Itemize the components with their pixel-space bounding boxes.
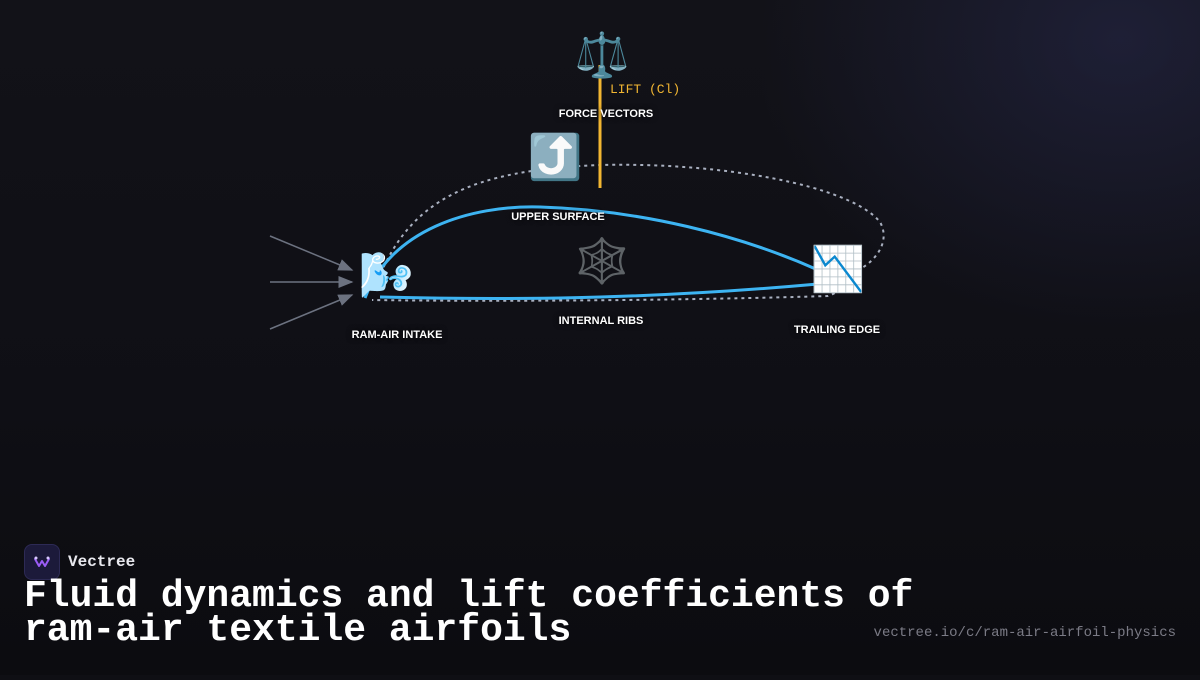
force-vectors-label: FORCE VECTORS <box>558 108 654 120</box>
airflow-arrow-top <box>269 235 354 271</box>
ram-air-intake-label: RAM-AIR INTAKE <box>351 329 443 341</box>
airflow-arrow-bottom <box>269 294 354 330</box>
lift-label: LIFT (Cl) <box>610 82 681 97</box>
trailing-edge-label: TRAILING EDGE <box>793 324 881 336</box>
vectree-logo-icon <box>24 544 60 580</box>
spider-web-icon: 🕸️ <box>574 236 630 287</box>
balance-scale-icon: ⚖️ <box>574 30 630 81</box>
dotted-flow-envelope <box>371 163 885 302</box>
airfoil-upper-curve <box>363 205 819 299</box>
brand-name: Vectree <box>68 553 136 571</box>
chart-decreasing-icon: 📉 <box>810 244 866 295</box>
brand: Vectree <box>24 544 135 580</box>
internal-ribs-label: INTERNAL RIBS <box>558 315 644 327</box>
page-url: vectree.io/c/ram-air-airfoil-physics <box>873 625 1176 641</box>
upper-surface-label: UPPER SURFACE <box>511 211 605 223</box>
arrow-up-right-icon: ⤴️ <box>527 132 583 183</box>
page-title: Fluid dynamics and lift coefficients of … <box>24 575 914 652</box>
wind-icon: 🌬️ <box>358 250 414 301</box>
airfoil-lower-curve <box>379 282 819 301</box>
